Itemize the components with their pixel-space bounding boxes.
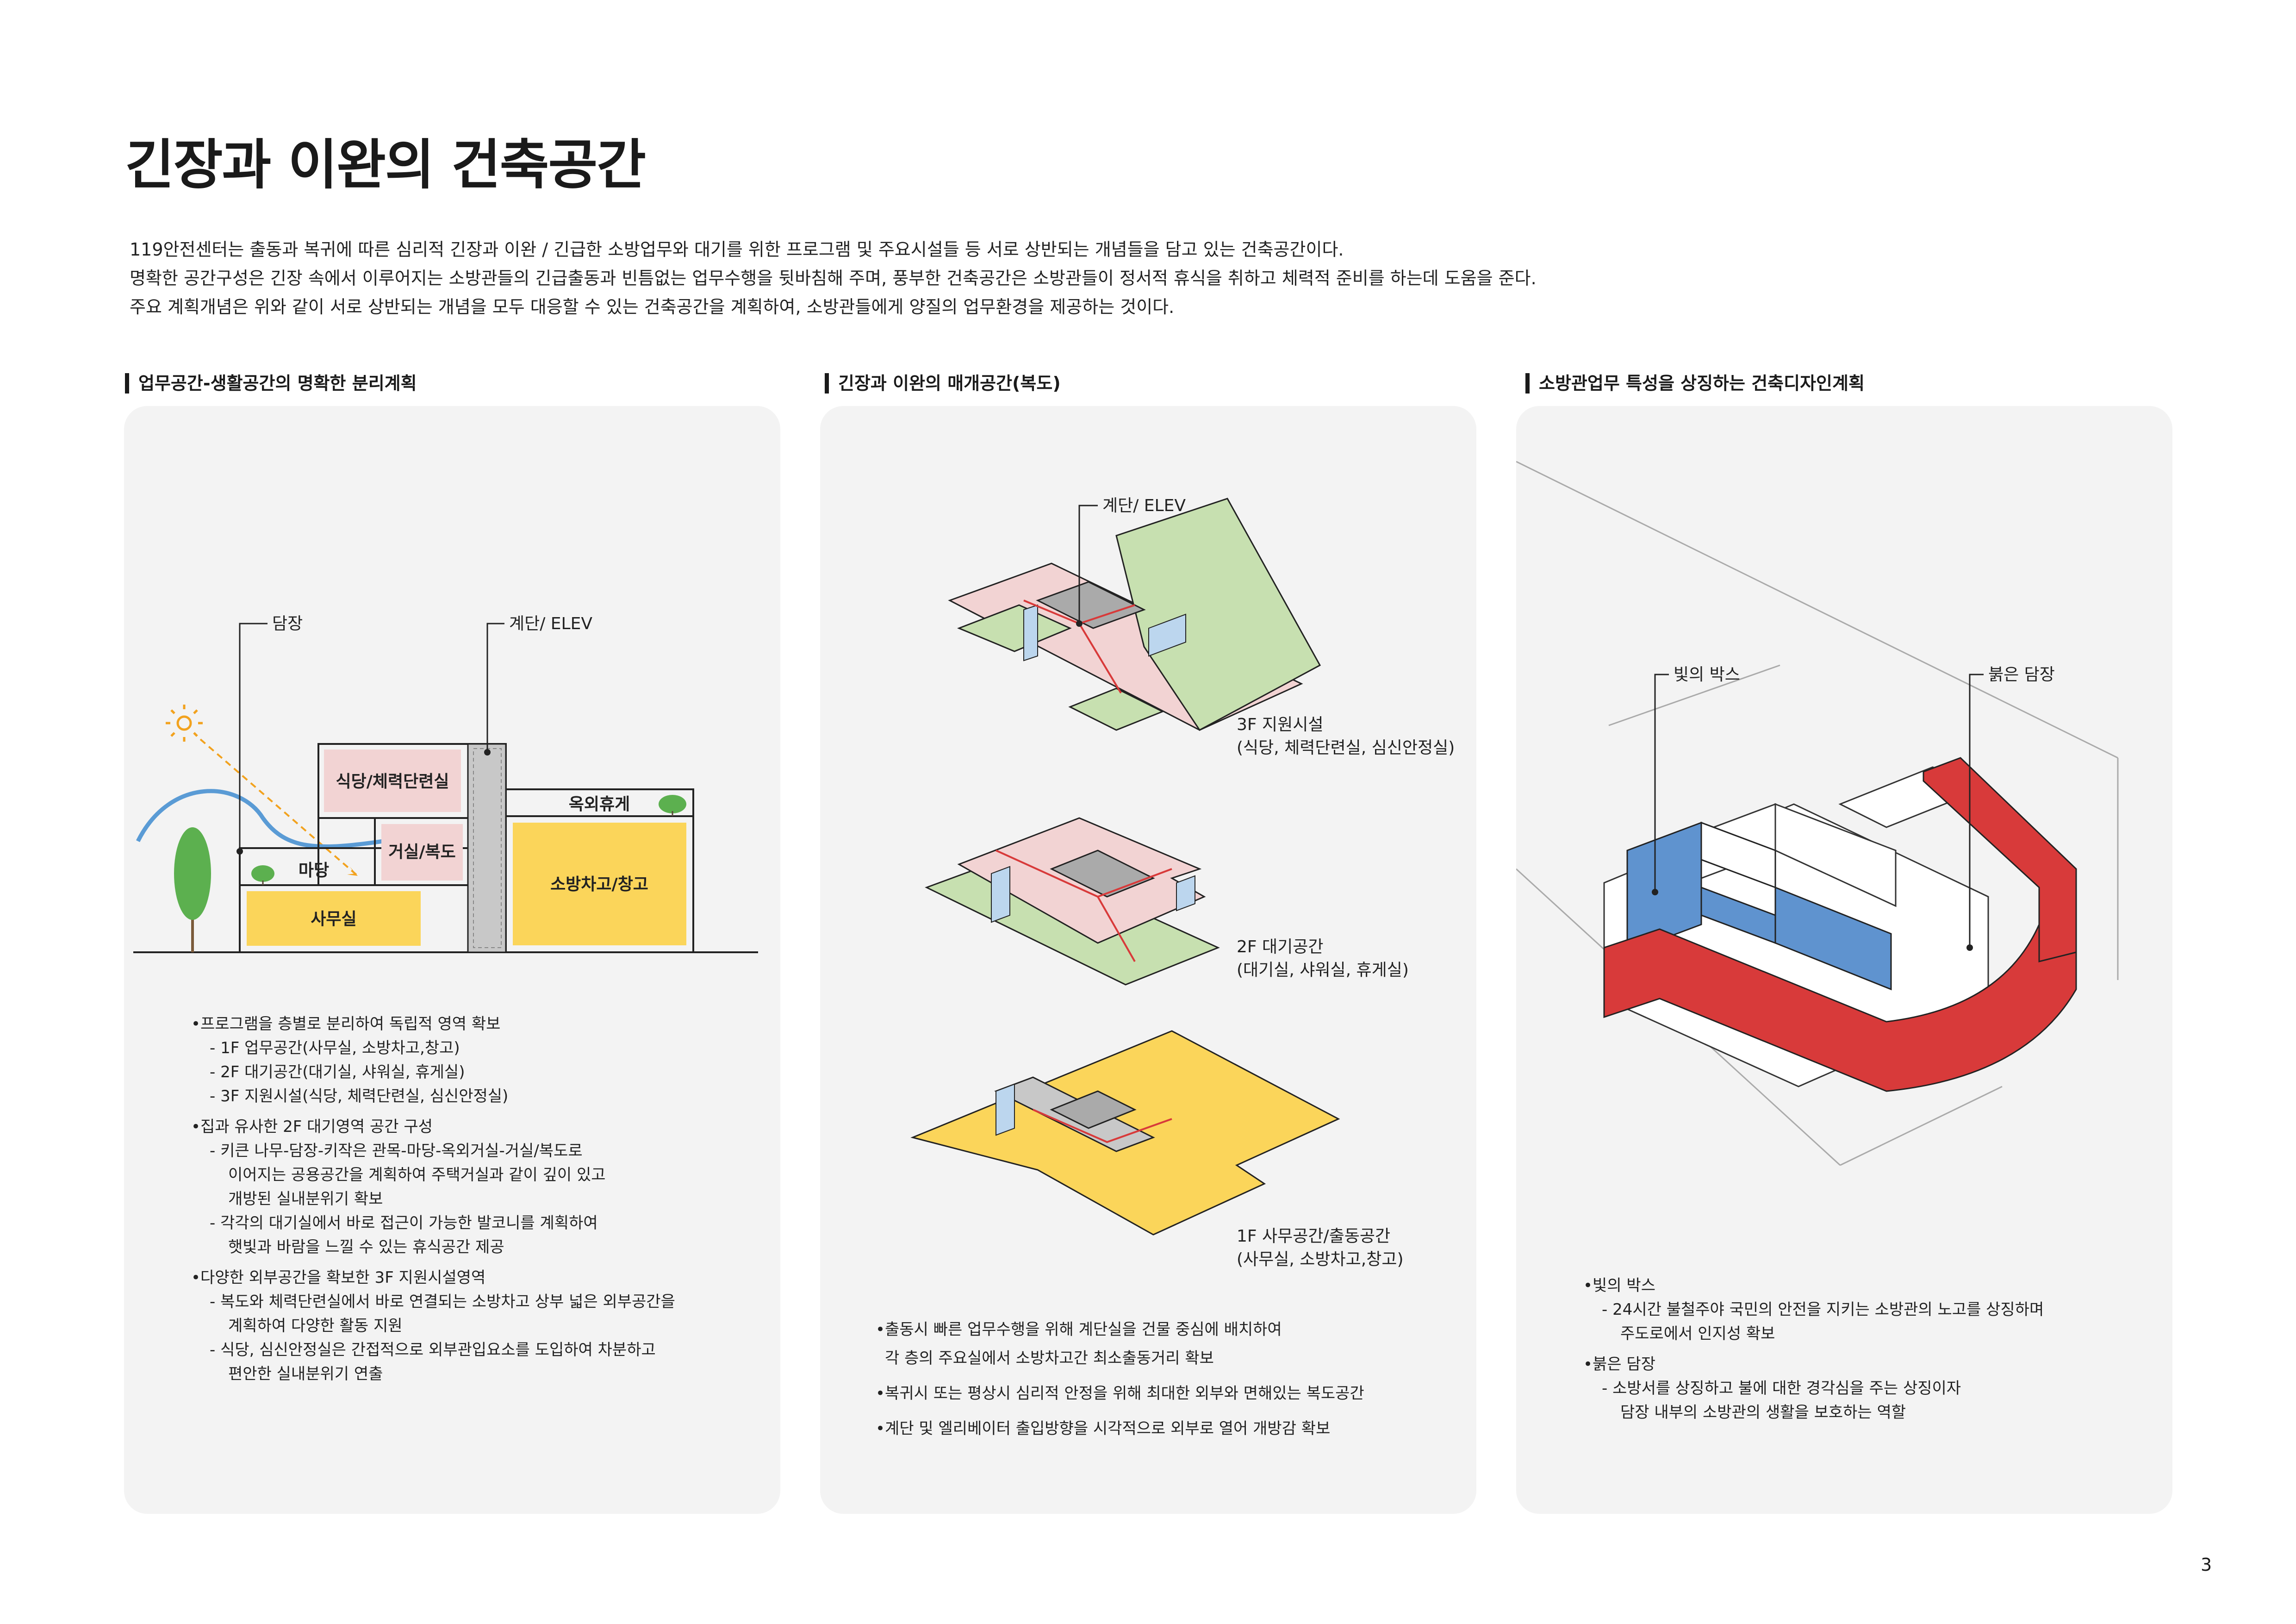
note-item: •빛의 박스 [1583, 1276, 1655, 1295]
building-axonometric: 빛의 박스 붉은 담장 [1516, 461, 2119, 1166]
note-item: - 24시간 불철주야 국민의 안전을 지키는 소방관의 노고를 상징하며 [1602, 1300, 2044, 1319]
wind-flow [136, 789, 384, 849]
callout-stair: 계단/ ELEV [1102, 496, 1186, 515]
note-item: 각 층의 주요실에서 소방차고간 최소출동거리 확보 [885, 1349, 1214, 1368]
room-yard-label: 마당 [299, 861, 329, 880]
floor1-title: 1F 사무공간/출동공간 [1237, 1227, 1390, 1246]
callout-wall: 담장 [272, 614, 303, 633]
floor-1f [910, 1030, 1340, 1236]
room-dining-label: 식당/체력단련실 [336, 772, 449, 791]
floor3-detail: (식당, 체력단련실, 심신안정실) [1237, 738, 1455, 757]
notes-corridor: •출동시 빠른 업무수행을 위해 계단실을 건물 중심에 배치하여 각 층의 주… [876, 1309, 1364, 1443]
callout-light-box: 빛의 박스 [1674, 665, 1740, 684]
section-heading-design: 소방관업무 특성을 상징하는 건축디자인계획 [1525, 373, 1865, 394]
intro-text: 119안전센터는 출동과 복귀에 따른 심리적 긴장과 이완 / 긴급한 소방업… [130, 235, 1537, 321]
note-item: •다양한 외부공간을 확보한 3F 지원시설영역 [191, 1268, 486, 1287]
red-wall [1603, 757, 2077, 1092]
page-title: 긴장과 이완의 건축공간 [125, 134, 646, 196]
page-number: 3 [2201, 1555, 2212, 1575]
shrub-icon [659, 795, 686, 816]
callout-red-wall: 붉은 담장 [1988, 665, 2055, 684]
note-item: •붉은 담장 [1583, 1355, 1655, 1374]
note-item: - 식당, 심신안정실은 간접적으로 외부관입요소를 도입하여 차분하고 [210, 1341, 656, 1359]
callout-stair: 계단/ ELEV [509, 614, 592, 633]
floor2-title: 2F 대기공간 [1237, 937, 1324, 956]
note-item: •계단 및 엘리베이터 출입방향을 시각적으로 외부로 열어 개방감 확보 [876, 1419, 1331, 1438]
floor2-detail: (대기실, 샤워실, 휴게실) [1237, 961, 1409, 980]
room-outdoor-label: 옥외휴게 [569, 795, 630, 814]
note-item: - 각각의 대기실에서 바로 접근이 가능한 발코니를 계획하여 [210, 1214, 598, 1232]
sunlight-arrow [347, 867, 358, 876]
note-item: •집과 유사한 2F 대기영역 공간 구성 [191, 1118, 433, 1136]
section-heading-corridor: 긴장과 이완의 매개공간(복도) [825, 373, 1061, 394]
note-item: - 소방서를 상징하고 불에 대한 경각심을 주는 상징이자 [1602, 1379, 1961, 1398]
floor-2f [925, 817, 1220, 986]
room-garage [513, 823, 686, 945]
note-item: - 복도와 체력단련실에서 바로 연결되는 소방차고 상부 넓은 외부공간을 [210, 1293, 675, 1311]
note-item: - 3F 지원시설(식당, 체력단련실, 심신안정실) [210, 1087, 509, 1106]
section-diagram: 식당/체력단련실 거실/복도 옥외휴게 마당 소방차고/창고 사무실 담장 계단… [133, 614, 758, 953]
tree-icon [174, 827, 211, 952]
note-item: 개방된 실내분위기 확보 [228, 1190, 383, 1208]
room-garage-label: 소방차고/창고 [550, 875, 648, 894]
shrub-icon [251, 865, 274, 885]
sunlight-ray [199, 738, 359, 877]
room-dining [324, 750, 461, 812]
floor-3f [948, 498, 1321, 731]
note-item: 햇빛과 바람을 느낄 수 있는 휴식공간 제공 [228, 1238, 504, 1256]
floor3-title: 3F 지원시설 [1237, 715, 1324, 734]
floor1-detail: (사무실, 소방차고,창고) [1237, 1250, 1404, 1269]
panel-design: 빛의 박스 붉은 담장 •빛의 박스 - 24시간 불철주야 국민의 안전을 지… [1516, 406, 2172, 1514]
note-item: •복귀시 또는 평상시 심리적 안정을 위해 최대한 외부와 면해있는 복도공간 [876, 1384, 1364, 1403]
notes-separation: •프로그램을 층별로 분리하여 독립적 영역 확보 - 1F 업무공간(사무실,… [191, 1006, 675, 1386]
intro-line: 명확한 공간구성은 긴장 속에서 이루어지는 소방관들의 긴급출동과 빈틈없는 … [130, 268, 1537, 288]
floor-stack-diagram: 계단/ ELEV 3F 지원시설 (식당, 체력단련실, 심신안정실) 2F 대… [910, 496, 1455, 1269]
note-item: - 키큰 나무-담장-키작은 관목-마당-옥외거실-거실/복도로 [210, 1142, 583, 1160]
panel-separation: 식당/체력단련실 거실/복도 옥외휴게 마당 소방차고/창고 사무실 담장 계단… [124, 406, 780, 1514]
section-heading-separation: 업무공간-생활공간의 명확한 분리계획 [125, 373, 417, 394]
note-item: 계획하여 다양한 활동 지원 [228, 1317, 403, 1335]
note-item: - 2F 대기공간(대기실, 샤워실, 휴게실) [210, 1063, 465, 1081]
room-office [247, 891, 421, 946]
light-box [1626, 821, 1892, 991]
room-office-label: 사무실 [311, 910, 356, 929]
note-item: 이어지는 공용공간을 계획하여 주택거실과 같이 깊이 있고 [228, 1166, 606, 1184]
note-item: 편안한 실내분위기 연출 [228, 1365, 383, 1383]
stair-core [467, 743, 507, 953]
intro-line: 주요 계획개념은 위와 같이 서로 상반되는 개념을 모두 대응할 수 있는 건… [130, 297, 1175, 317]
sun-icon [166, 705, 203, 742]
note-item: 담장 내부의 소방관의 생활을 보호하는 역할 [1620, 1403, 1906, 1422]
notes-design: •빛의 박스 - 24시간 불철주야 국민의 안전을 지키는 소방관의 노고를 … [1583, 1267, 2044, 1424]
note-item: - 1F 업무공간(사무실, 소방차고,창고) [210, 1039, 460, 1057]
room-living [381, 824, 463, 881]
note-item: •출동시 빠른 업무수행을 위해 계단실을 건물 중심에 배치하여 [876, 1320, 1282, 1339]
intro-line: 119안전센터는 출동과 복귀에 따른 심리적 긴장과 이완 / 긴급한 소방업… [130, 239, 1344, 260]
panel-corridor: 계단/ ELEV 3F 지원시설 (식당, 체력단련실, 심신안정실) 2F 대… [820, 406, 1476, 1514]
note-item: 주도로에서 인지성 확보 [1620, 1324, 1775, 1343]
note-item: •프로그램을 층별로 분리하여 독립적 영역 확보 [191, 1015, 501, 1033]
room-living-label: 거실/복도 [388, 843, 456, 862]
